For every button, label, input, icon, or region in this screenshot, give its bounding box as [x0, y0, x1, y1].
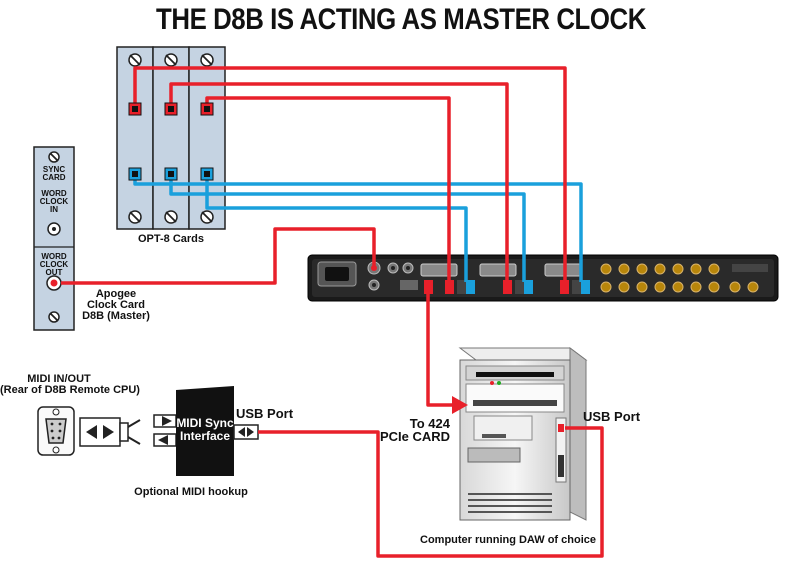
computer-caption: Computer running DAW of choice — [420, 534, 596, 546]
midi-in-out-arrows — [153, 414, 177, 447]
usb-cable — [258, 426, 604, 558]
opt8-card-2 — [152, 46, 190, 230]
diagram-title: THE D8B IS ACTING AS MASTER CLOCK — [156, 3, 646, 36]
apogee-clock-card — [33, 146, 75, 331]
midi-in-out-label: MIDI IN/OUT(Rear of D8B Remote CPU) — [0, 373, 140, 396]
midi-sync-interface — [176, 386, 259, 476]
opt8-cards-label: OPT-8 Cards — [137, 233, 205, 245]
opt8-port-markers — [128, 102, 214, 181]
midi-port — [37, 406, 75, 456]
rack-interface — [307, 254, 779, 302]
optional-midi-label: Optional MIDI hookup — [134, 486, 248, 498]
opt8-card-3 — [188, 46, 226, 230]
usb-port-label-left: USB Port — [236, 406, 294, 421]
midi-cable-plug — [79, 417, 141, 447]
pcie-cable — [426, 294, 468, 414]
usb-port-label-right: USB Port — [583, 409, 641, 424]
computer-tower — [458, 347, 588, 521]
word-clock-cable — [61, 227, 376, 285]
